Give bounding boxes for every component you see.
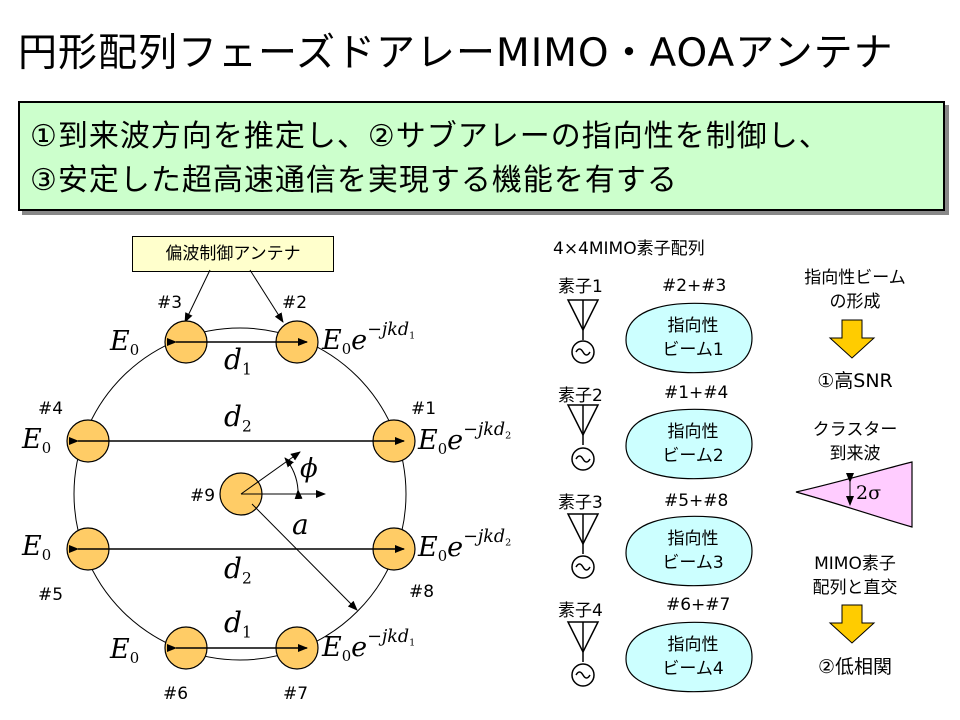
- element-label-9: #9: [190, 486, 216, 506]
- mimo-element-label-3: 素子3: [558, 493, 603, 513]
- angular-spread-label: 2σ: [856, 482, 882, 504]
- phi-arc: [284, 457, 303, 500]
- beam-pair-4: #6+#7: [666, 595, 731, 615]
- mimo-element-label-2: 素子2: [558, 386, 603, 406]
- beam-label-2: 指向性ビーム2: [662, 422, 724, 466]
- spacing-d2-upper: d2: [224, 400, 252, 436]
- down-arrow-2: [828, 604, 876, 644]
- element-label-4: #4: [38, 399, 64, 419]
- mimo-element-label-1: 素子1: [558, 277, 603, 297]
- cluster-wave-shape: [795, 461, 913, 528]
- high-snr-result: ①高SNR: [817, 370, 893, 392]
- mimo-heading: 4×4MIMO素子配列: [553, 239, 705, 259]
- beam-pair-1: #2+#3: [662, 276, 727, 296]
- element-label-5: #5: [38, 585, 64, 605]
- signal-phase-1: E0e−jkd2: [418, 420, 512, 459]
- signal-phase-2: E0e−jkd1: [322, 320, 416, 359]
- element-label-3: #3: [157, 293, 183, 313]
- antenna-4: [566, 621, 600, 687]
- signal-phase-8: E0e−jkd2: [418, 527, 512, 566]
- spacing-d2-lower: d2: [224, 552, 252, 588]
- beam-shape-4: [625, 621, 753, 693]
- signal-e0-3: E0: [110, 326, 140, 360]
- element-label-2: #2: [282, 293, 308, 313]
- cluster-wave-label: クラスター到来波: [812, 420, 898, 464]
- signal-phase-7: E0e−jkd1: [322, 627, 416, 666]
- signal-e0-4: E0: [22, 424, 52, 458]
- pointer-arrow-2: [249, 269, 284, 323]
- beam-shape-2: [625, 408, 753, 480]
- spacing-d1-top: d1: [224, 343, 252, 379]
- beam-pair-3: #5+#8: [664, 491, 729, 511]
- beam-pair-2: #1+#4: [664, 383, 729, 403]
- antenna-1: [566, 299, 600, 364]
- beam-label-3: 指向性ビーム3: [662, 529, 724, 573]
- page-title: 円形配列フェーズドアレーMIMO・AOAアンテナ: [18, 31, 894, 76]
- down-arrow-1: [828, 319, 876, 359]
- array-circle: [73, 327, 407, 661]
- spacing-d1-bottom: d1: [224, 606, 252, 642]
- signal-e0-6: E0: [110, 634, 140, 668]
- polarization-control-label: 偏波制御アンテナ: [132, 236, 334, 272]
- banner-line-2: ③安定した超高速通信を実現する機能を有する: [30, 163, 678, 198]
- direction-ray: [240, 451, 301, 495]
- element-label-8: #8: [409, 582, 435, 602]
- beam-shape-3: [625, 515, 753, 587]
- mimo-element-label-4: 素子4: [558, 601, 603, 621]
- radius-a: a: [292, 508, 309, 541]
- element-label-6: #6: [163, 684, 189, 704]
- mimo-orthogonal-label: MIMO素子配列と直交: [812, 554, 898, 598]
- radius-arrow: [251, 503, 358, 611]
- antenna-2: [566, 404, 600, 471]
- element-label-1: #1: [411, 399, 437, 419]
- beam-forming-label: 指向性ビームの形成: [804, 268, 906, 312]
- pointer-arrow-3: [184, 269, 211, 323]
- beam-label-4: 指向性ビーム4: [662, 635, 724, 679]
- element-label-7: #7: [283, 684, 309, 704]
- antenna-3: [566, 513, 600, 579]
- low-correlation-result: ②低相関: [817, 656, 893, 678]
- beam-shape-1: [625, 302, 753, 374]
- angle-phi: ϕ: [300, 454, 318, 484]
- signal-e0-5: E0: [22, 531, 52, 565]
- summary-banner: ①到来波方向を推定し、②サブアレーの指向性を制御し、 ③安定した超高速通信を実現…: [18, 101, 945, 211]
- beam-label-1: 指向性ビーム1: [662, 316, 724, 360]
- banner-line-1: ①到来波方向を推定し、②サブアレーの指向性を制御し、: [30, 119, 830, 154]
